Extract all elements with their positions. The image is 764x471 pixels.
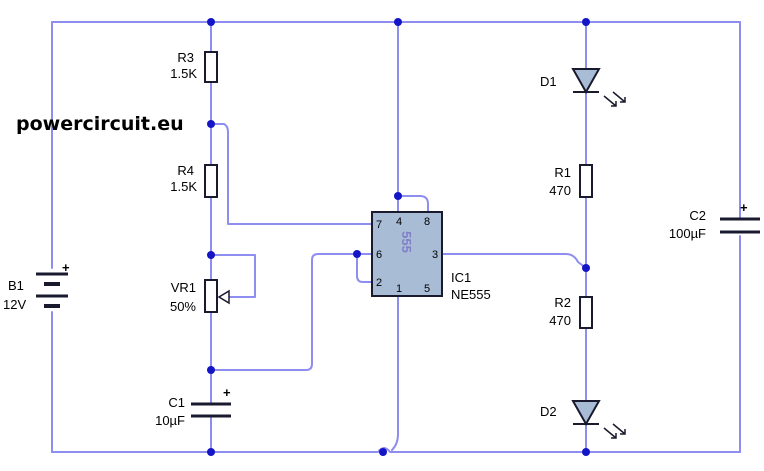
r2-name-label: R2 — [554, 295, 571, 310]
potentiometer-body — [204, 279, 218, 313]
c1-polarity-label: + — [223, 385, 231, 400]
pin-4-label: 4 — [396, 216, 402, 228]
c2-name-label: C2 — [689, 208, 706, 223]
potentiometer-vr1: VR1 50% — [170, 279, 230, 314]
junction-dot — [207, 366, 215, 374]
junction-dot — [394, 192, 402, 200]
pin-2-label: 2 — [376, 277, 382, 289]
bottom-rail-wire — [51, 447, 741, 453]
led-d1: D1 — [540, 68, 626, 107]
pin-3-label: 3 — [432, 249, 438, 261]
d2-name-label: D2 — [540, 404, 557, 419]
pin8-link-wire — [397, 195, 429, 213]
junction-dot — [207, 251, 215, 259]
pin-8-label: 8 — [424, 216, 430, 228]
light-arrow-icon — [603, 95, 617, 107]
b1-name-label: B1 — [8, 278, 24, 293]
vr1-name-label: VR1 — [171, 280, 196, 295]
c1-value-label: 10µF — [155, 413, 185, 428]
junction-dot — [379, 448, 387, 456]
led-triangle — [571, 68, 601, 95]
pin7-wire — [210, 123, 373, 225]
resistor-r1: R1 470 — [549, 164, 593, 198]
resistor-r3: R3 1.5K — [170, 50, 218, 83]
resistor-body — [579, 164, 593, 198]
junction-dot — [582, 448, 590, 456]
watermark-text: powercircuit.eu — [16, 113, 184, 135]
junction-dot — [207, 120, 215, 128]
vr1-wiper-wire — [210, 254, 256, 298]
ic-body-text: 555 — [399, 231, 414, 253]
wiper-arrow-icon — [217, 289, 230, 305]
ic-body — [371, 211, 443, 297]
light-arrow-icon — [612, 91, 626, 103]
r3-value-label: 1.5K — [170, 66, 197, 81]
c1-name-label: C1 — [168, 395, 185, 410]
pin-7-label: 7 — [376, 219, 382, 231]
junction-dot — [582, 264, 590, 272]
c2-value-label: 100µF — [669, 226, 706, 241]
wires — [51, 21, 741, 453]
led-triangle — [571, 400, 601, 427]
r4-value-label: 1.5K — [170, 179, 197, 194]
d1-name-label: D1 — [540, 74, 557, 89]
pin2-link-wire — [356, 253, 373, 283]
capacitor-c1: + C1 10µF — [155, 385, 231, 428]
pin1-gnd-wire — [391, 295, 399, 451]
b1-polarity-label: + — [62, 260, 70, 275]
pin-1-label: 1 — [396, 283, 402, 295]
pin-5-label: 5 — [424, 283, 430, 295]
c2-polarity-label: + — [740, 200, 748, 215]
light-arrow-icon — [612, 423, 626, 435]
vr1-value-label: 50% — [170, 299, 196, 314]
junction-dot — [207, 448, 215, 456]
resistor-body — [579, 296, 593, 329]
battery-b1: + B1 12V — [3, 260, 70, 312]
r4-name-label: R4 — [177, 163, 194, 178]
ic1-name-label: IC1 — [451, 270, 471, 285]
resistor-body — [204, 164, 218, 198]
junctions — [207, 18, 590, 456]
resistor-r4: R4 1.5K — [170, 163, 218, 198]
r3-name-label: R3 — [177, 50, 194, 65]
light-arrow-icon — [603, 427, 617, 439]
capacitor-c2: + C2 100µF — [669, 200, 760, 241]
pin6-wire — [210, 253, 373, 371]
junction-dot — [207, 18, 215, 26]
junction-dot — [582, 18, 590, 26]
pin-6-label: 6 — [376, 249, 382, 261]
b1-value-label: 12V — [3, 297, 26, 312]
resistor-body — [204, 51, 218, 83]
resistor-r2: R2 470 — [549, 295, 593, 329]
ic1-value-label: NE555 — [451, 287, 491, 302]
r2-value-label: 470 — [549, 313, 571, 328]
junction-dot — [353, 250, 361, 258]
ic-ne555: 555 4 8 7 6 2 3 1 5 IC1 NE555 — [371, 211, 491, 302]
junction-dot — [394, 18, 402, 26]
led-d2: D2 — [540, 400, 626, 439]
pin3-output-wire — [441, 253, 587, 269]
r1-value-label: 470 — [549, 183, 571, 198]
r1-name-label: R1 — [554, 165, 571, 180]
